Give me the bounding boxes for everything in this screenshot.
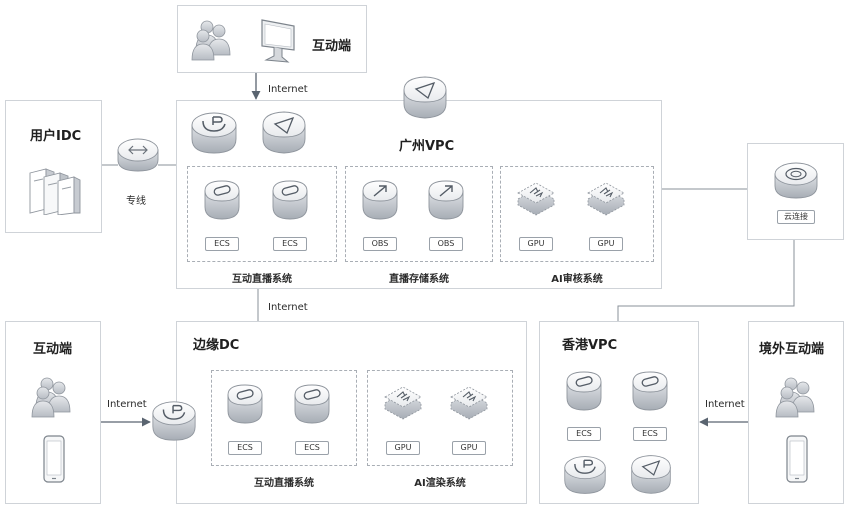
ecs-icon — [630, 370, 670, 416]
edge-interactive-live-group: ECS ECS — [211, 370, 357, 466]
obs-tag: OBS — [363, 237, 397, 251]
cloud-connect-icon — [772, 160, 820, 206]
internet-label-middle: Internet — [268, 302, 308, 313]
eip-icon — [150, 399, 198, 447]
cloudconnect-to-hk-line — [617, 240, 795, 321]
dedicated-line-label: 专线 — [126, 196, 146, 207]
internet-label-left: Internet — [107, 399, 147, 410]
internet-label-right: Internet — [705, 399, 745, 410]
guangzhou-vpc-title: 广州VPC — [399, 139, 455, 154]
top-client-box: 互动端 — [177, 5, 367, 73]
gz-ai-review-group: GPU GPU — [500, 166, 654, 262]
gpu-icon — [448, 385, 490, 427]
hongkong-vpc-box: 香港VPC ECS ECS — [539, 321, 699, 504]
ecs-tag: ECS — [205, 237, 239, 251]
hongkong-vpc-title: 香港VPC — [562, 338, 618, 353]
internet-label-top: Internet — [268, 84, 308, 95]
top-client-title: 互动端 — [312, 39, 352, 54]
edge-interactive-live-caption: 互动直播系统 — [254, 478, 314, 489]
ecs-tag: ECS — [295, 441, 329, 455]
user-group-icon — [30, 375, 76, 423]
obs-tag: OBS — [429, 237, 463, 251]
gpu-tag: GPU — [519, 237, 553, 251]
gz-interactive-live-group: ECS ECS — [187, 166, 337, 262]
server-rack-icon — [26, 163, 82, 219]
nat-gateway-icon — [259, 109, 309, 159]
gpu-tag: GPU — [386, 441, 420, 455]
nat-gateway-icon — [628, 452, 674, 500]
gpu-icon — [382, 385, 424, 427]
gpu-tag: GPU — [452, 441, 486, 455]
nat-gateway-icon — [400, 74, 450, 124]
ecs-tag: ECS — [228, 441, 262, 455]
left-client-box: 互动端 — [5, 321, 101, 504]
user-group-icon — [190, 18, 236, 66]
gz-live-storage-group: OBS OBS — [345, 166, 493, 262]
overseas-client-title: 境外互动端 — [759, 342, 825, 357]
guangzhou-vpc-box: 广州VPC — [176, 100, 662, 289]
ecs-tag: ECS — [567, 427, 601, 441]
edge-dc-title: 边缘DC — [193, 338, 240, 353]
edge-ai-render-caption: AI渲染系统 — [414, 478, 466, 489]
ecs-icon — [270, 179, 310, 225]
gpu-icon — [515, 181, 557, 223]
gz-ai-review-caption: AI审核系统 — [551, 274, 603, 285]
ecs-icon — [564, 370, 604, 416]
obs-icon — [360, 179, 400, 225]
eip-icon — [562, 454, 608, 500]
ecs-tag: ECS — [273, 237, 307, 251]
edge-dc-box: 边缘DC ECS ECS 互动直播系统 — [176, 321, 527, 504]
gz-live-storage-caption: 直播存储系统 — [389, 274, 449, 285]
user-idc-box: 用户IDC — [5, 100, 102, 233]
ecs-icon — [202, 179, 242, 225]
user-idc-title: 用户IDC — [30, 129, 82, 144]
edge-ai-render-group: GPU GPU — [367, 370, 513, 466]
user-group-icon — [774, 375, 820, 423]
gz-interactive-live-caption: 互动直播系统 — [232, 274, 292, 285]
cloud-connect-tag: 云连接 — [777, 210, 815, 224]
eip-icon — [189, 111, 239, 159]
smartphone-icon — [785, 434, 809, 488]
smartphone-icon — [42, 434, 66, 488]
obs-icon — [426, 179, 466, 225]
router-icon — [115, 137, 161, 177]
monitor-icon — [256, 16, 300, 68]
gpu-icon — [585, 181, 627, 223]
left-client-title: 互动端 — [33, 342, 73, 357]
cloud-connect-box: 云连接 — [747, 143, 844, 240]
overseas-client-box: 境外互动端 — [748, 321, 844, 504]
ecs-tag: ECS — [633, 427, 667, 441]
gpu-tag: GPU — [589, 237, 623, 251]
ecs-icon — [225, 383, 265, 429]
ecs-icon — [292, 383, 332, 429]
